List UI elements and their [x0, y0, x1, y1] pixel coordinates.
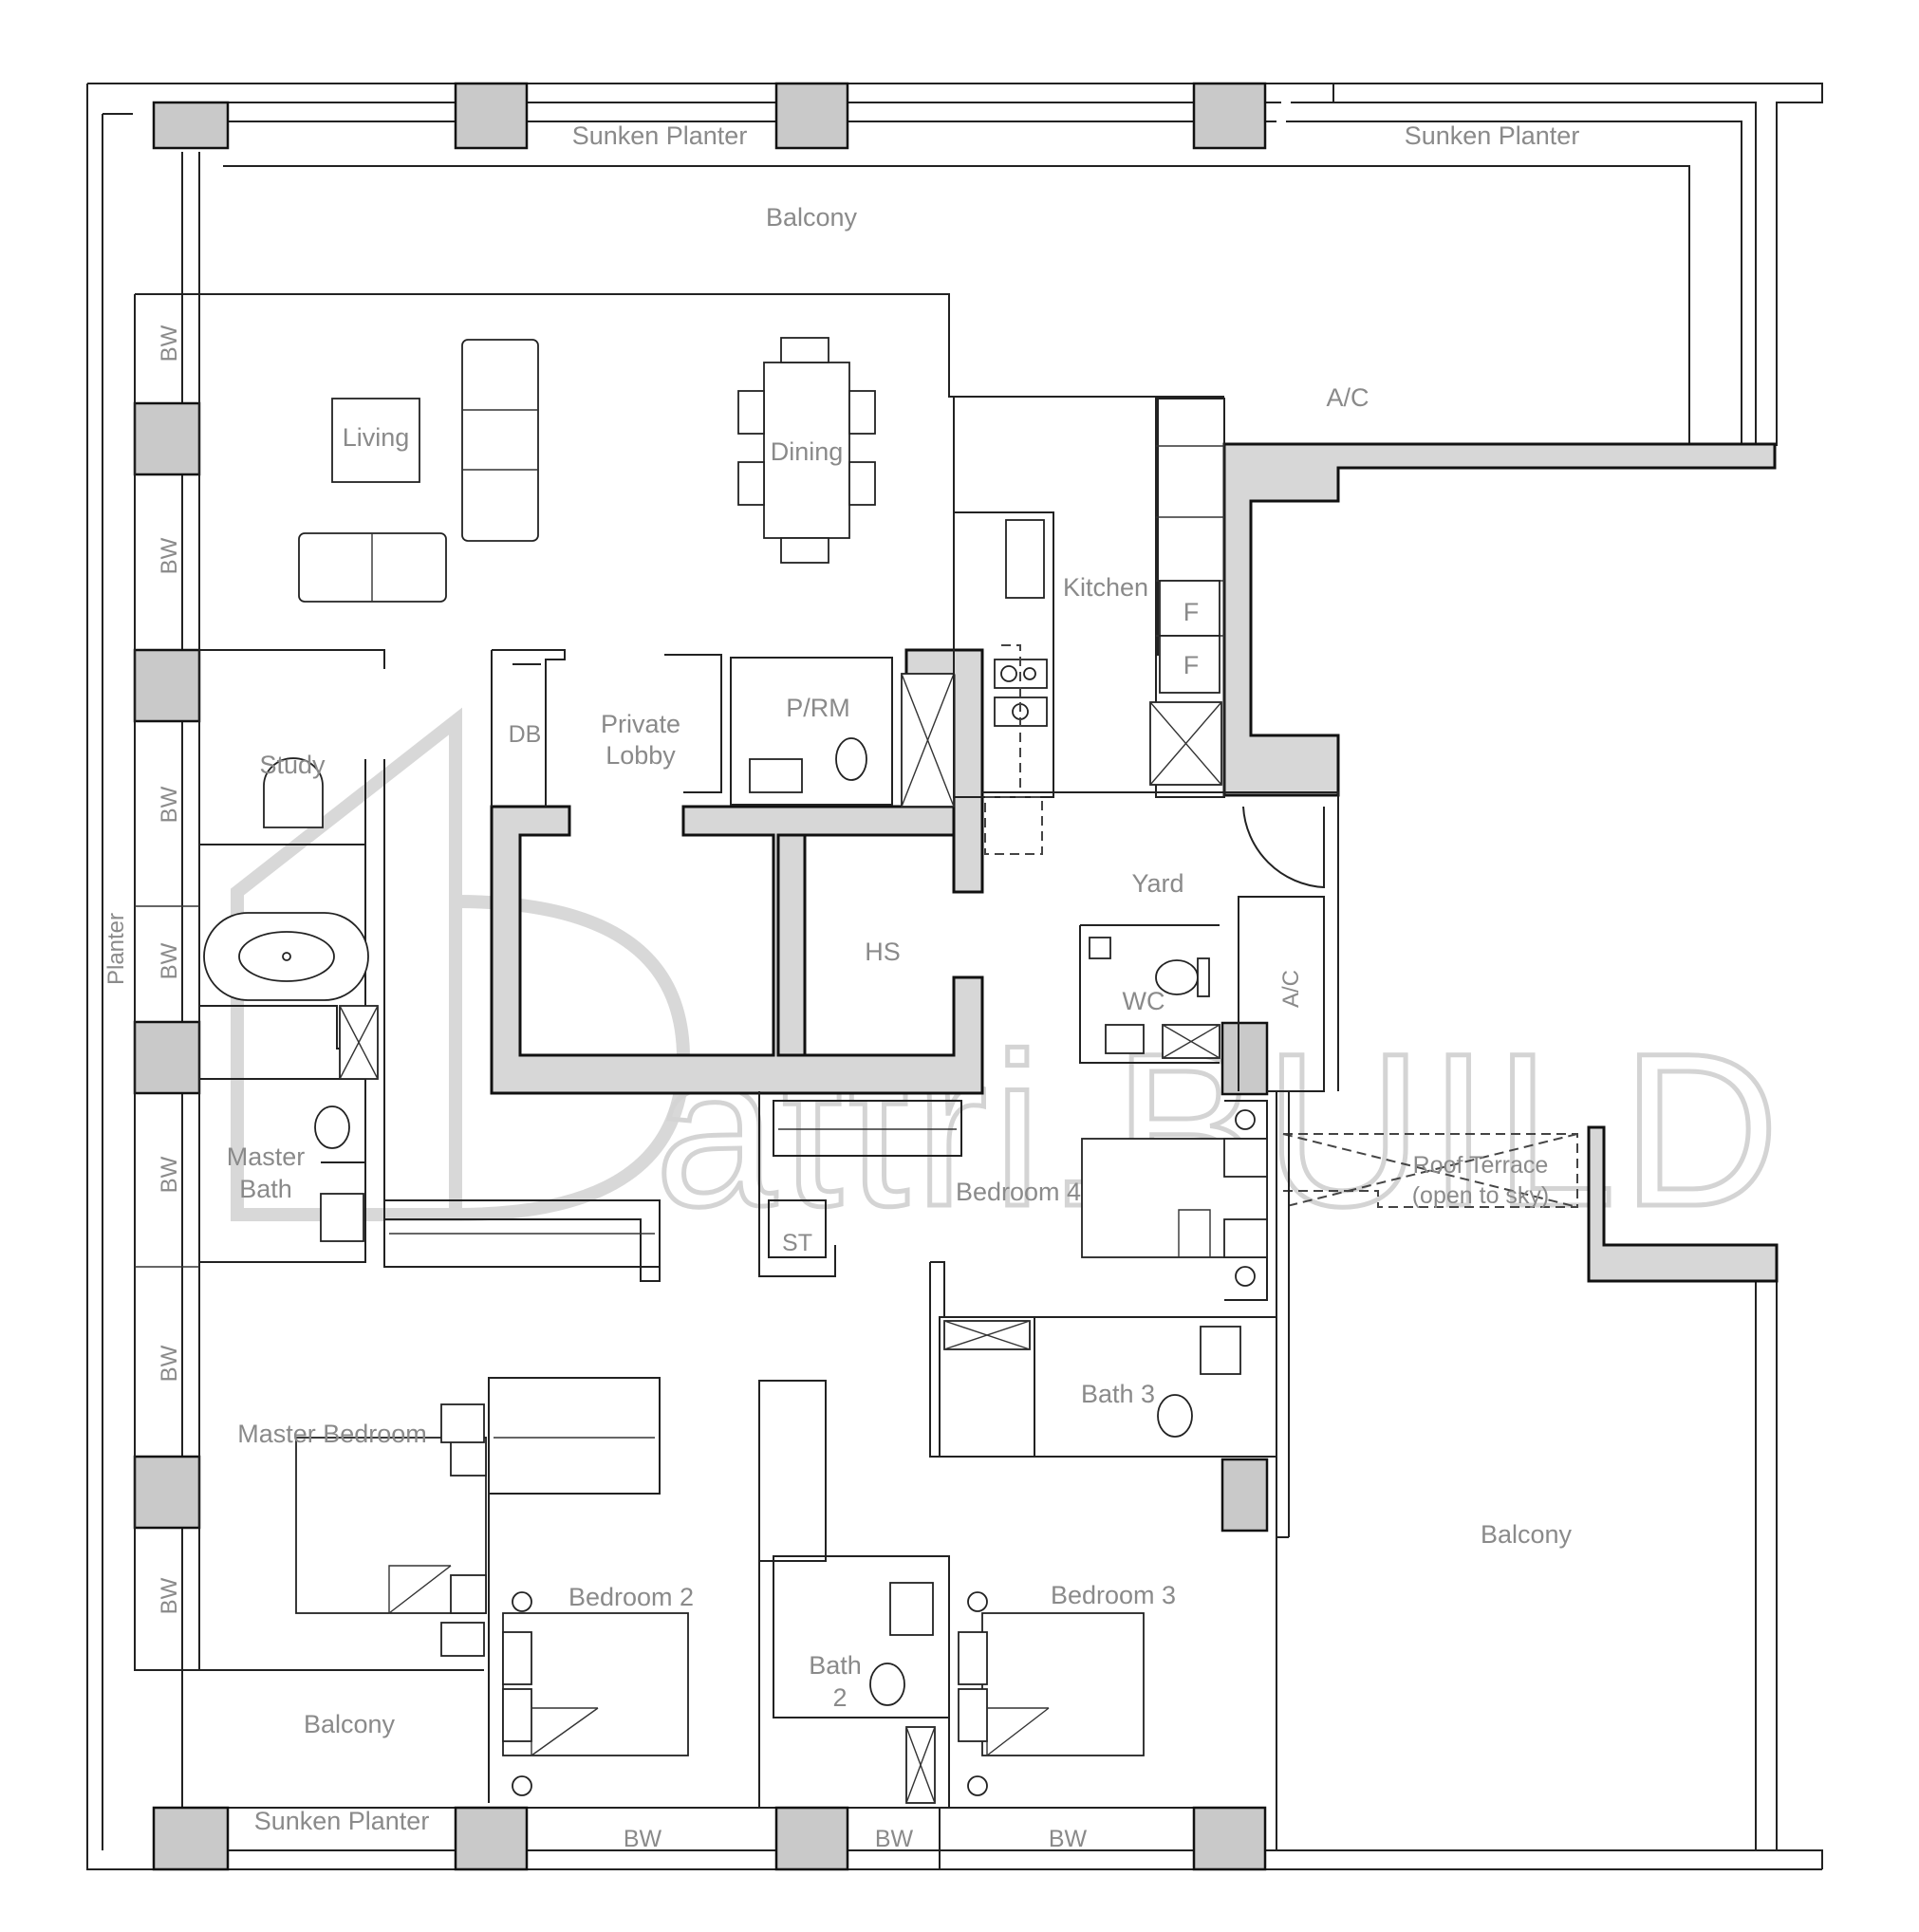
private-lobby-label-2: Lobby — [606, 741, 676, 770]
bw-bottom-label: BW — [875, 1826, 914, 1852]
bw-label: BW — [157, 1577, 182, 1614]
st-label: ST — [782, 1230, 812, 1256]
bath-2-label-2: 2 — [832, 1683, 847, 1712]
bedroom-2-label: Bedroom 2 — [568, 1583, 694, 1611]
balcony-top-label: Balcony — [766, 203, 858, 232]
bw-label: BW — [157, 325, 182, 362]
bath-2-label-1: Bath — [809, 1651, 862, 1680]
bw-bottom-label: BW — [624, 1826, 662, 1852]
roof-terrace-label-2: (open to sky) — [1412, 1182, 1550, 1209]
fridge-2-label: F — [1183, 651, 1200, 679]
yard-label: Yard — [1131, 869, 1183, 898]
sunken-planter-top-left-label: Sunken Planter — [572, 121, 748, 150]
bedroom-4-label: Bedroom 4 — [956, 1178, 1081, 1206]
bath-3-label: Bath 3 — [1081, 1380, 1155, 1408]
hs-label: HS — [865, 938, 901, 966]
furniture — [203, 337, 876, 1242]
master-bath-label-2: Bath — [239, 1175, 292, 1203]
balcony-bottom-label: Balcony — [304, 1710, 396, 1738]
bw-label: BW — [157, 537, 182, 574]
bw-label: BW — [157, 942, 182, 979]
living-label: Living — [343, 423, 410, 452]
kitchen-label: Kitchen — [1063, 573, 1148, 602]
bw-label: BW — [157, 1345, 182, 1382]
ac-top-label: A/C — [1326, 383, 1369, 412]
bw-bottom-label: BW — [1049, 1826, 1088, 1852]
interior-lines — [134, 293, 1578, 1869]
sunken-planter-bottom-label: Sunken Planter — [254, 1807, 430, 1835]
roof-terrace-label-1: Roof Terrace — [1413, 1152, 1549, 1179]
private-lobby-label-1: Private — [601, 710, 680, 738]
dining-label: Dining — [771, 437, 844, 466]
bw-label: BW — [157, 786, 182, 823]
db-label: DB — [509, 721, 542, 748]
master-bedroom-label: Master Bedroom — [237, 1420, 427, 1448]
master-bath-label-1: Master — [227, 1142, 306, 1171]
balcony-right-label: Balcony — [1481, 1520, 1573, 1549]
structural-walls — [490, 442, 1779, 1283]
bedroom-3-label: Bedroom 3 — [1051, 1581, 1176, 1609]
sunken-planter-top-right-label: Sunken Planter — [1405, 121, 1580, 150]
prm-label: P/RM — [786, 694, 850, 722]
bw-label: BW — [157, 1156, 182, 1193]
study-label: Study — [259, 751, 326, 779]
fridge-1-label: F — [1183, 598, 1200, 626]
columns — [133, 82, 1269, 1871]
ac-yard-label: A/C — [1278, 970, 1304, 1008]
planter-side-label: Planter — [103, 913, 129, 985]
wc-label: WC — [1123, 987, 1165, 1015]
